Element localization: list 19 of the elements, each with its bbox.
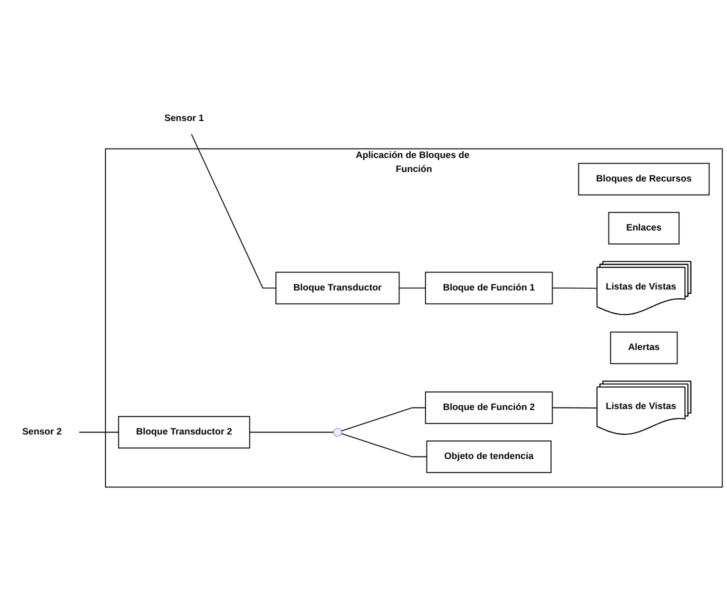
node-box: Bloque Transductor (275, 271, 400, 304)
node-box: Bloque de Función 2 (424, 391, 553, 424)
connector (190, 133, 276, 288)
connector (398, 287, 426, 288)
node-box: Bloque de Función 1 (424, 271, 553, 304)
connector (78, 431, 120, 432)
connector (552, 406, 598, 408)
node-box: Bloque Transductor 2 (118, 416, 250, 448)
node-circle (333, 427, 342, 436)
node-box: Enlaces (608, 212, 680, 244)
node-box: Alertas (610, 331, 678, 364)
node-box: Objeto de tendencia (426, 440, 552, 473)
connector (249, 431, 334, 432)
node-box: Bloques de Recursos (578, 162, 710, 195)
connector (340, 406, 426, 432)
connector (340, 432, 428, 457)
connector (552, 287, 598, 288)
node-text: Sensor 1 (164, 112, 204, 123)
node-text: Sensor 2 (22, 426, 62, 437)
